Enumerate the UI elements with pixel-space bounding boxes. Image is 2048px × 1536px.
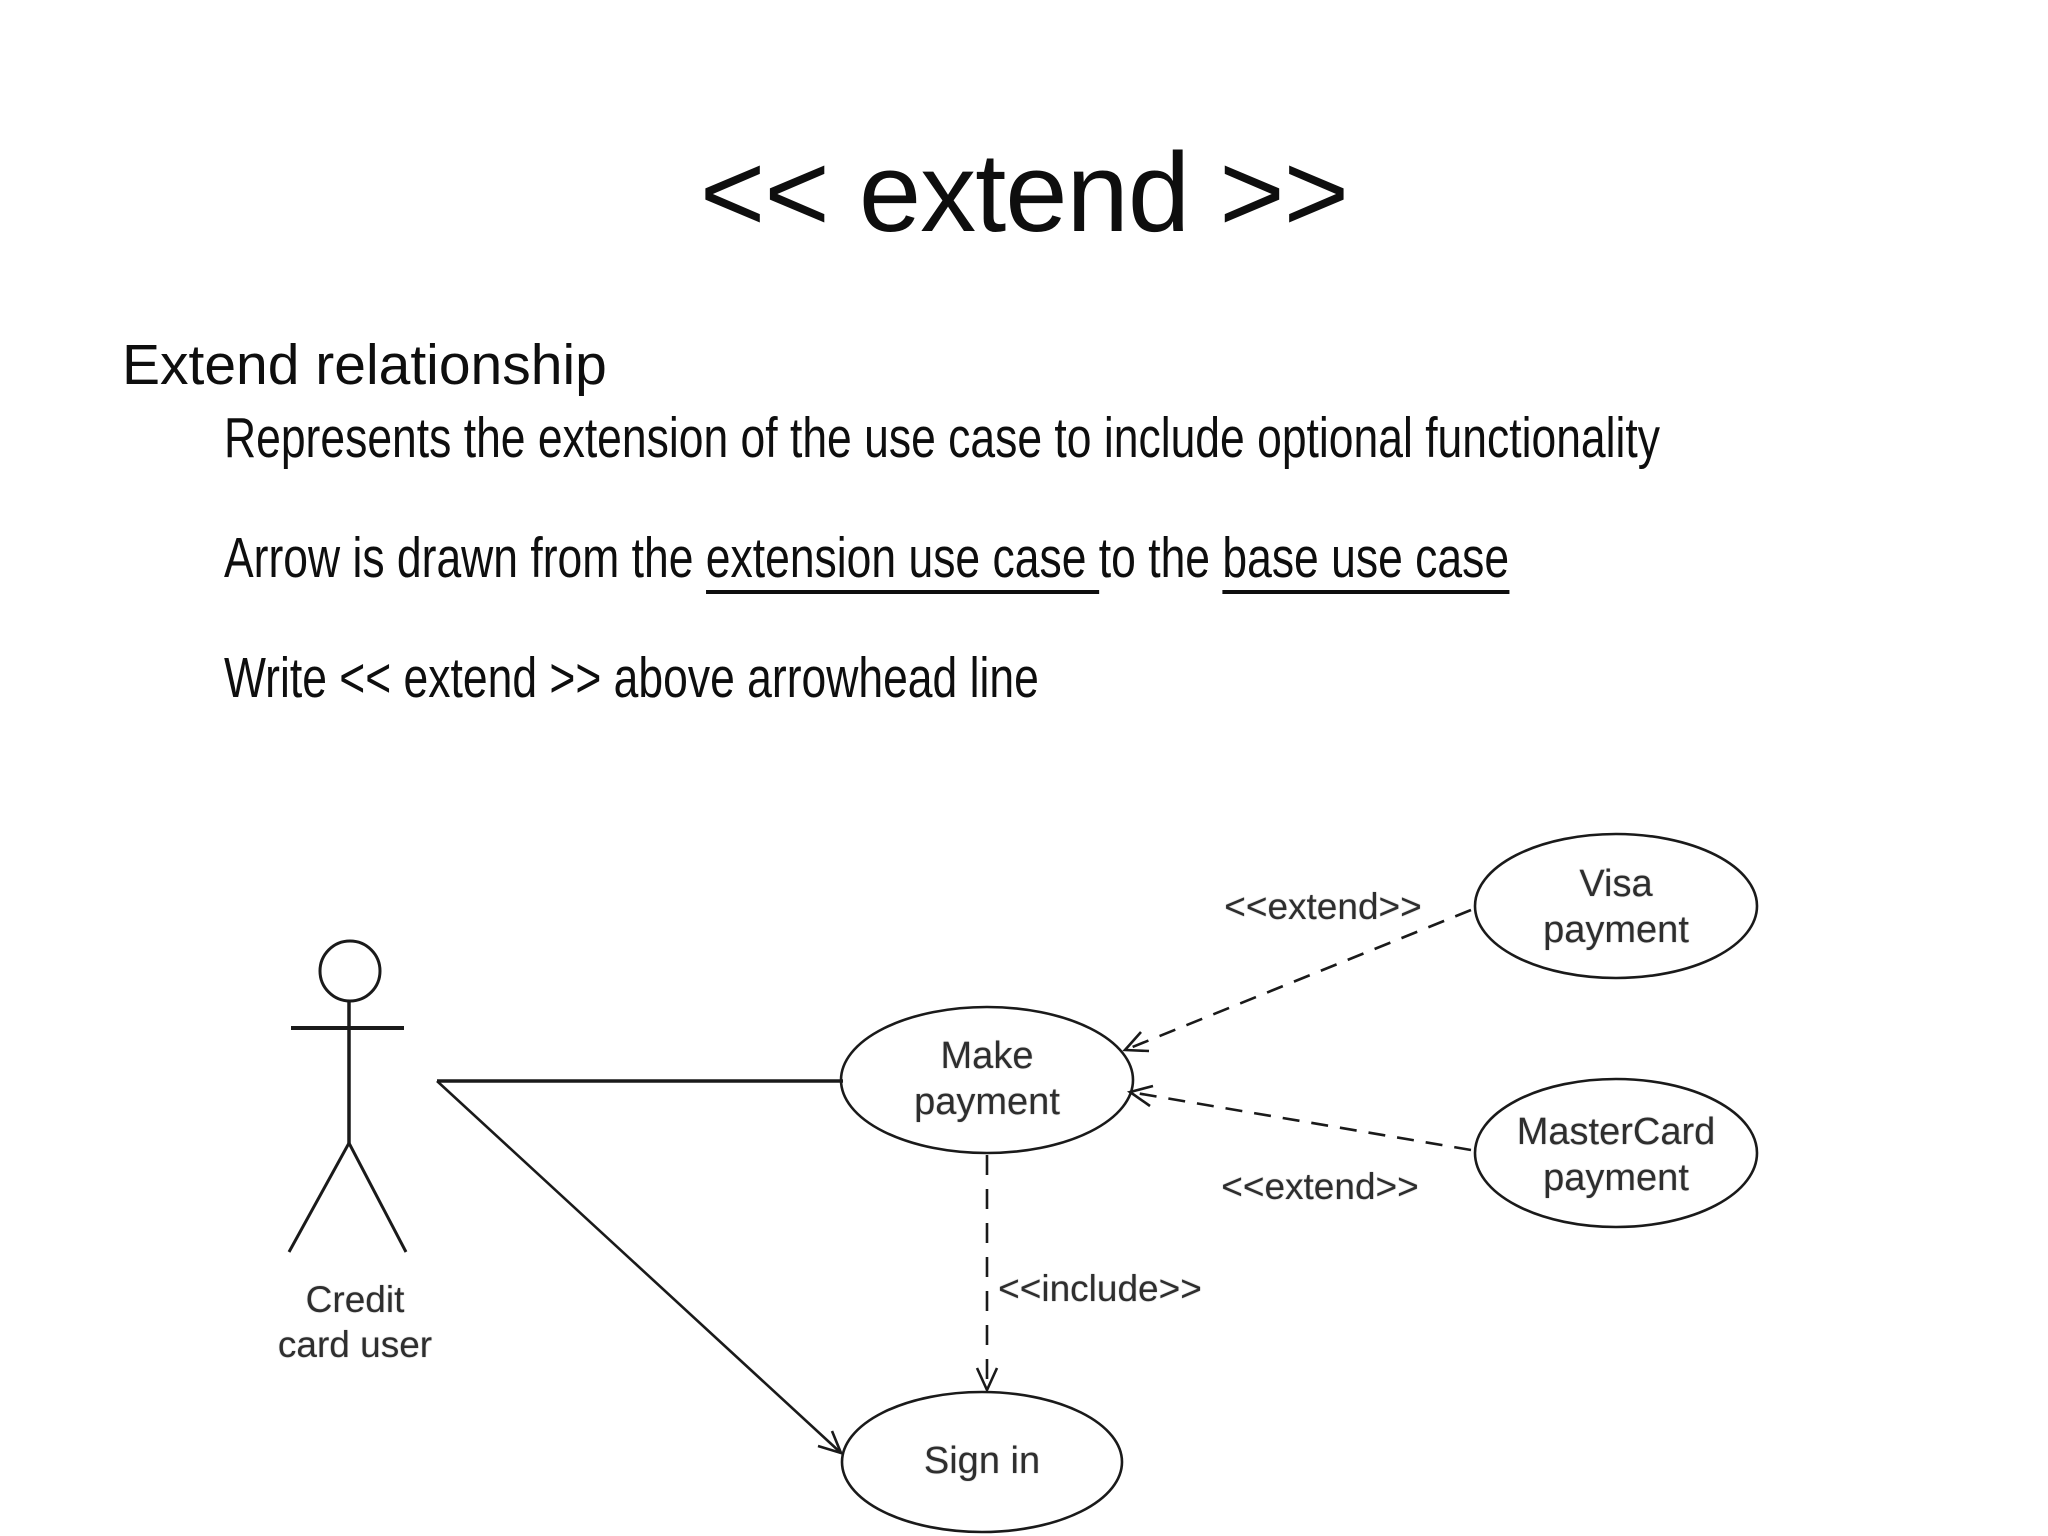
bullet-line-3: Write << extend >> above arrowhead line (224, 646, 1039, 710)
include-stereotype-label: <<include>> (998, 1268, 1202, 1309)
include-arrow (975, 1155, 999, 1394)
bullet-line-2-underlined-1: extension use case (705, 526, 1099, 594)
bullet-text-block: Represents the extension of the use case… (224, 408, 1660, 708)
slide-title: << extend >> (699, 130, 1349, 255)
actor-head (318, 939, 382, 1003)
association-line-actor-sign-in (436, 1080, 844, 1456)
bullet-line-2-part-2: to the (1098, 526, 1223, 590)
actor-left-leg (287, 1142, 351, 1253)
bullet-line-1: Represents the extension of the use case… (224, 406, 1660, 470)
bullet-line-2-underlined-2: base use case (1222, 526, 1510, 594)
bullet-line-2-part-1: Arrow is drawn from the (224, 526, 706, 590)
extend-relationship-heading: Extend relationship (122, 333, 607, 397)
arrowhead-extend-mastercard (1126, 1084, 1154, 1108)
arrowhead-extend-visa (1122, 1031, 1150, 1053)
actor-figure (287, 939, 408, 1253)
use-case-label-sign-in: Sign in (923, 1440, 1041, 1482)
extend-arrow-mastercard (1126, 1084, 1472, 1152)
use-case-ellipse-mastercard-payment (1473, 1077, 1759, 1229)
extend-arrow-visa (1122, 908, 1472, 1053)
use-case-ellipse-sign-in (840, 1390, 1124, 1534)
use-case-ellipse-visa-payment (1473, 832, 1759, 980)
extend-stereotype-label-top: <<extend>> (1224, 886, 1422, 927)
actor-right-leg (347, 1142, 408, 1253)
extend-stereotype-label-bottom: <<extend>> (1221, 1166, 1419, 1207)
arrowhead-sign-in (817, 1430, 844, 1456)
arrowhead-include (975, 1367, 999, 1394)
